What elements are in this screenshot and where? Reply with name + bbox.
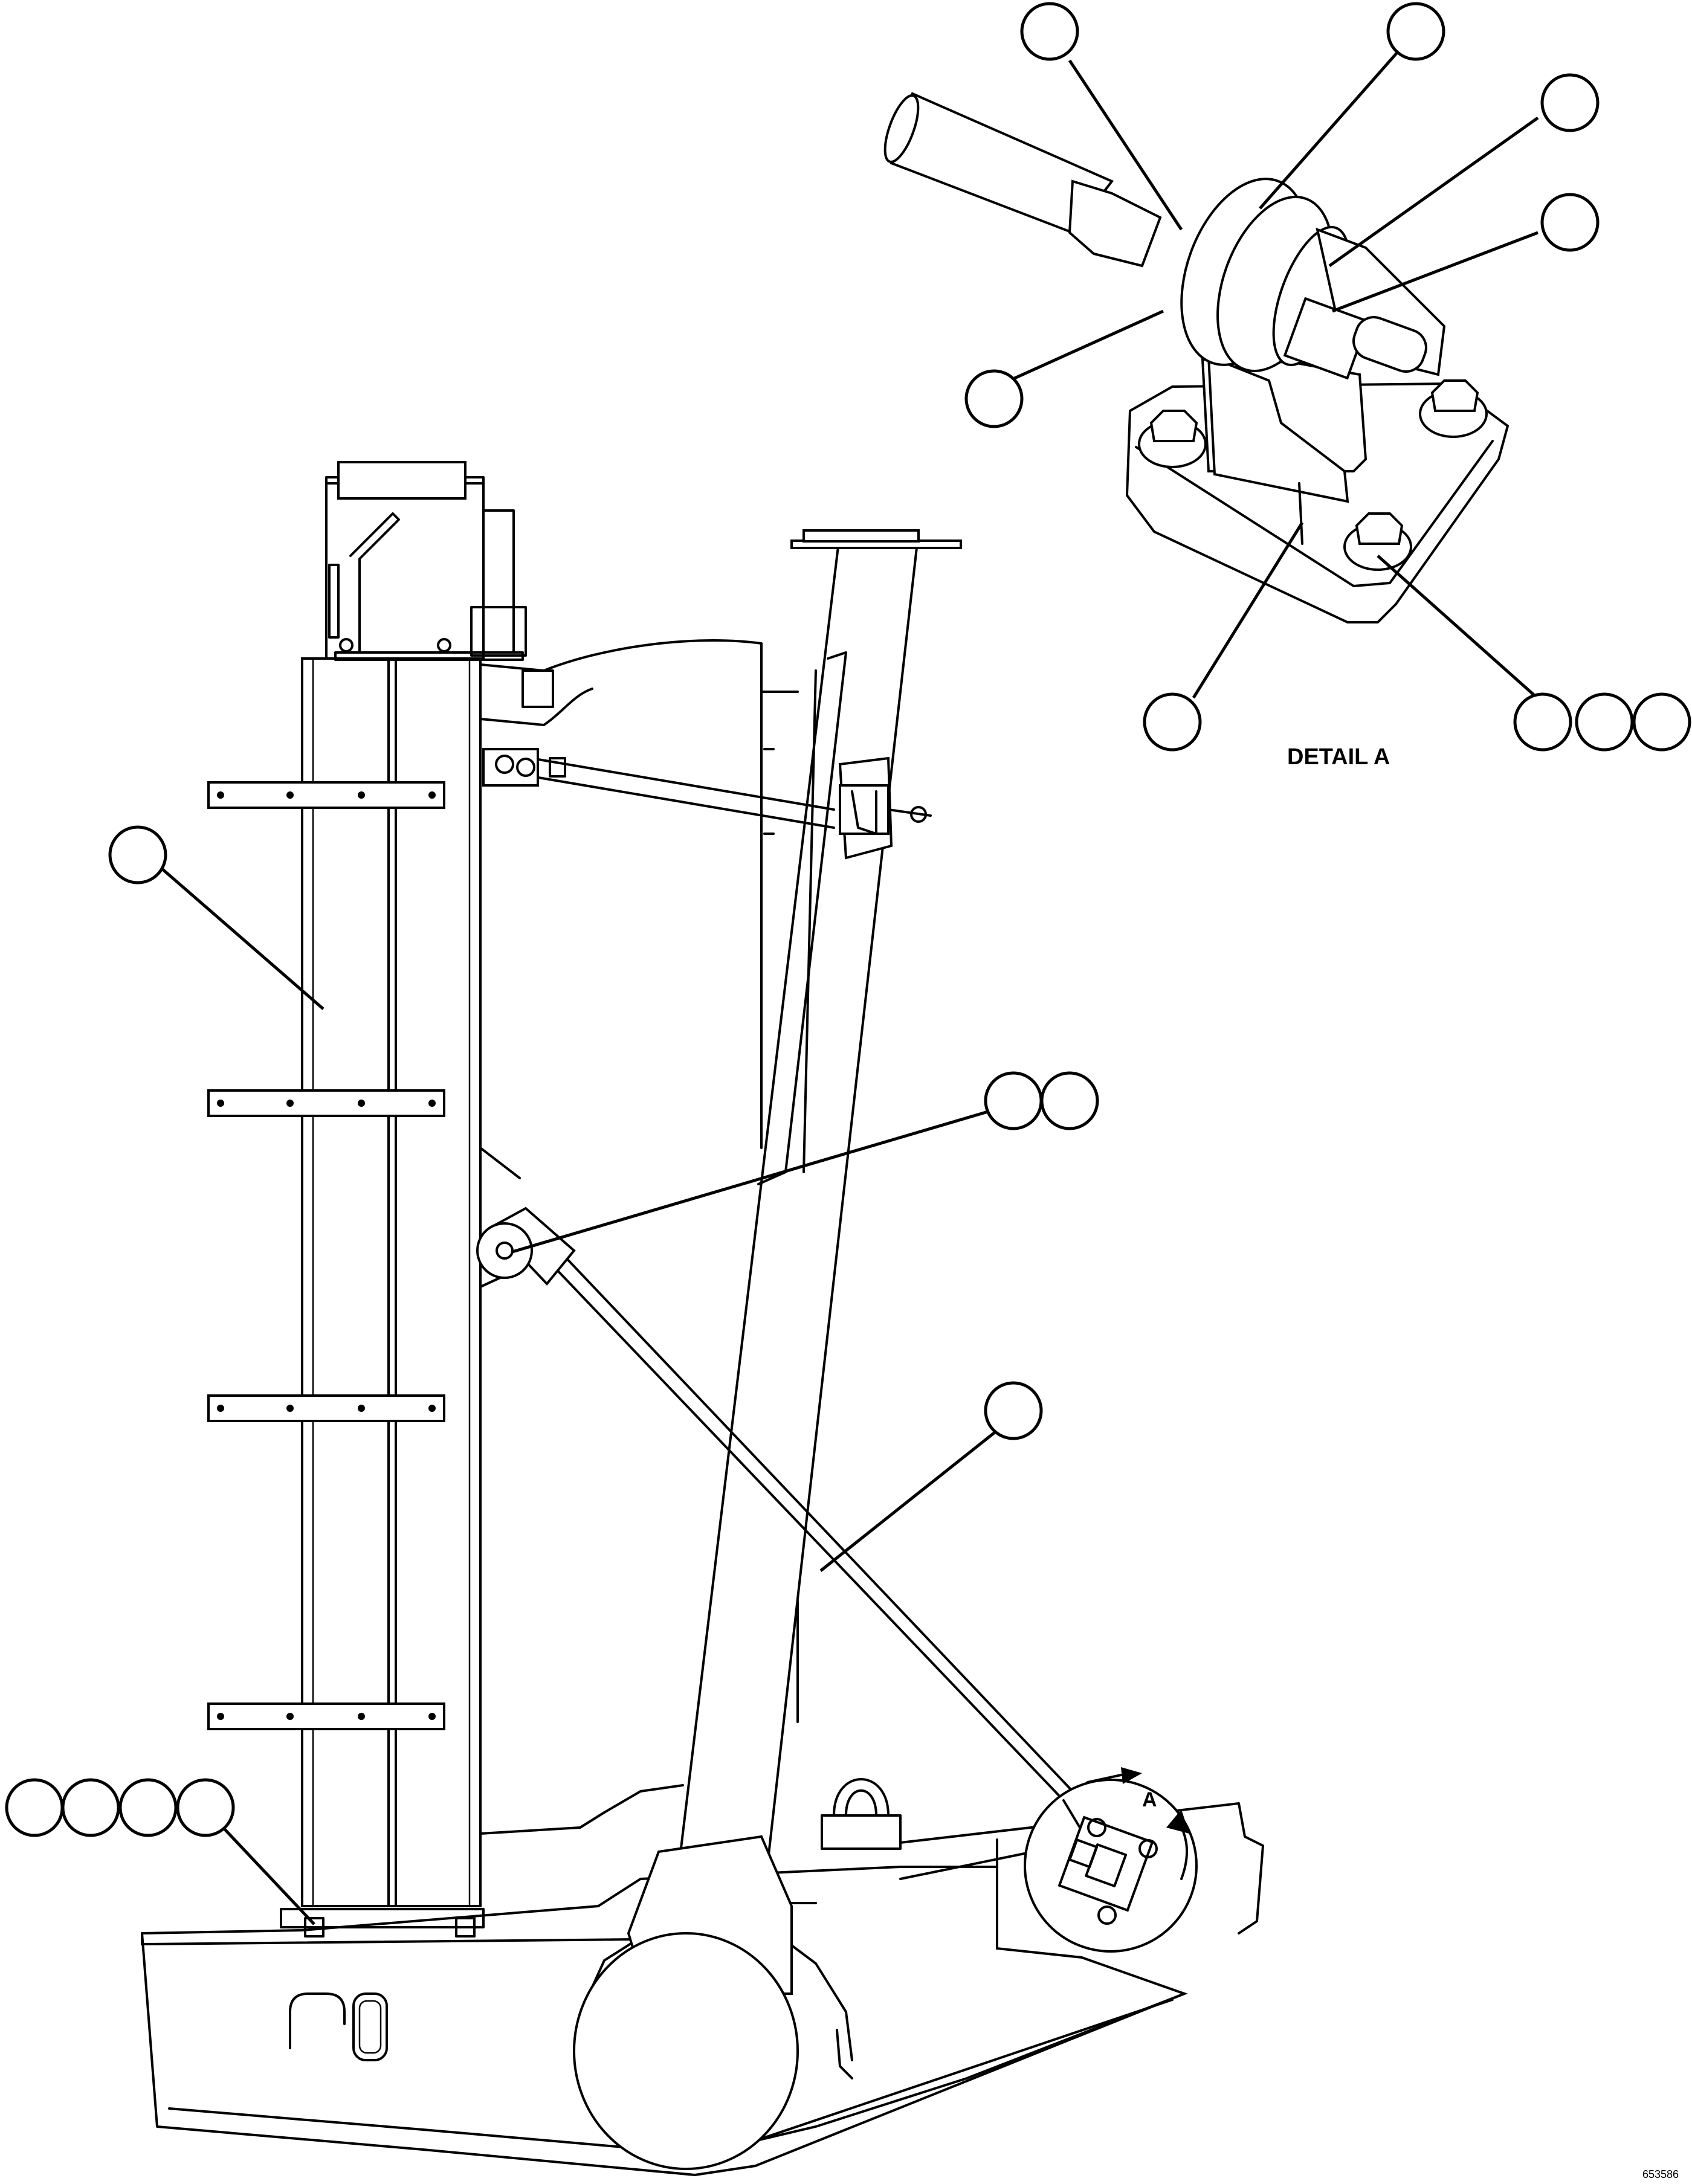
mounting-strap <box>207 781 445 809</box>
drawing-number: 653586 <box>1642 2168 1679 2180</box>
item-balloon <box>176 1778 235 1837</box>
item-balloon <box>108 825 167 884</box>
item-balloon <box>1632 692 1691 752</box>
item-balloon <box>1143 692 1202 752</box>
item-balloon <box>5 1778 64 1837</box>
item-balloons <box>5 2 1691 1837</box>
mounting-strap <box>207 1702 445 1730</box>
view-a-callout <box>1024 1767 1198 1953</box>
main-assembly-view: A <box>141 461 1264 2176</box>
item-balloon <box>1386 2 1445 61</box>
detail-bolt <box>1419 379 1488 438</box>
upper-tie-rod <box>482 748 932 860</box>
item-balloon <box>984 1071 1043 1130</box>
column-head <box>325 461 527 661</box>
mounting-strap <box>207 1394 445 1422</box>
item-balloon <box>964 369 1024 428</box>
item-balloon <box>118 1778 178 1837</box>
detail-a-view: DETAIL A <box>883 46 1545 770</box>
mounting-strap <box>207 1089 445 1117</box>
inclined-boom <box>573 529 962 2170</box>
detail-a-label: DETAIL A <box>1287 744 1390 770</box>
vertical-column <box>207 657 482 1938</box>
item-balloon <box>984 1381 1043 1440</box>
item-balloon <box>1040 1071 1099 1130</box>
detail-bolt <box>1343 512 1412 571</box>
view-marker-label: A <box>1142 1788 1157 1811</box>
item-balloon <box>1575 692 1634 752</box>
item-balloon <box>1513 692 1572 752</box>
item-balloon <box>61 1778 120 1837</box>
item-balloon <box>1540 73 1600 132</box>
main-leader-lines <box>161 868 1013 1925</box>
item-balloon <box>1020 2 1079 61</box>
detail-bolt <box>1138 410 1207 468</box>
detail-leader-lines <box>995 46 1545 705</box>
item-balloon <box>1540 193 1600 252</box>
